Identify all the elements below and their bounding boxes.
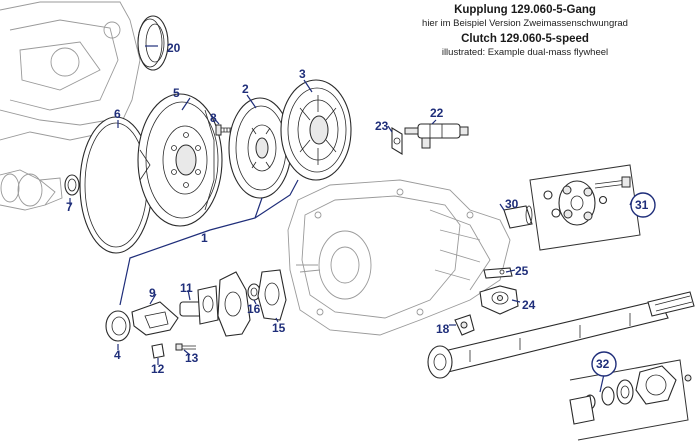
title-german: Kupplung 129.060-5-Gang	[454, 4, 596, 16]
callout-25: 25	[515, 264, 529, 278]
bushing-part-30	[503, 205, 533, 229]
crankshaft-ghost	[0, 169, 63, 211]
callout-5: 5	[173, 86, 180, 100]
callout-22: 22	[430, 106, 444, 120]
callout-18: 18	[436, 322, 450, 336]
bolt-part-8	[215, 124, 234, 136]
callout-13: 13	[185, 351, 199, 365]
callout-32-circle: 32	[591, 351, 617, 377]
bellhousing-cover	[217, 271, 251, 337]
transmission-mount-part-24	[479, 285, 519, 315]
subtitle-english: illustrated: Example dual-mass flywheel	[441, 47, 609, 58]
drive-shaft	[427, 291, 695, 379]
callout-16: 16	[247, 302, 261, 316]
callout-4: 4	[114, 348, 121, 362]
release-fork-part-9	[131, 301, 179, 336]
callout-32: 32	[596, 357, 610, 371]
bolt-part-13	[175, 343, 196, 351]
guide-sleeve-part-11	[179, 285, 219, 325]
callout-20: 20	[167, 41, 181, 55]
center-bearing-assembly-part-32	[569, 359, 692, 441]
callout-8: 8	[210, 111, 217, 125]
seal-ring-part-20	[137, 15, 169, 71]
callout-6: 6	[114, 107, 121, 121]
callout-11: 11	[180, 281, 193, 295]
callout-markers: 20 5 2 3 6 8 7 1 9 11 4 12 13 16 15 18 2…	[66, 41, 656, 377]
callout-12: 12	[151, 362, 165, 376]
damper-part-18	[454, 314, 475, 336]
callout-1: 1	[201, 231, 208, 245]
pilot-bearing-part-7	[64, 174, 80, 196]
callout-9: 9	[149, 286, 156, 300]
callout-15: 15	[272, 321, 286, 335]
clip-part-12	[151, 343, 165, 359]
callout-2: 2	[242, 82, 249, 96]
flywheel-part-5	[137, 93, 223, 227]
leader-lines	[69, 45, 633, 393]
callout-24: 24	[522, 298, 536, 312]
clutch-disc-part-2	[228, 97, 292, 199]
release-bearing-part-4	[105, 310, 131, 342]
transmission-housing-ghost	[287, 179, 511, 336]
callout-23: 23	[375, 119, 389, 133]
flex-disc-assembly-part-31	[529, 164, 641, 251]
callout-31: 31	[635, 198, 649, 212]
callout-31-circle: 31	[630, 192, 656, 218]
title-english: Clutch 129.060-5-speed	[461, 33, 589, 45]
diagram-header: Kupplung 129.060-5-Gang hier im Beispiel…	[355, 4, 695, 59]
pressure-plate-part-3	[280, 79, 352, 181]
bracket-part-25	[483, 267, 513, 279]
engine-block-ghost	[0, 1, 141, 141]
callout-30: 30	[505, 197, 519, 211]
subtitle-german: hier im Beispiel Version Zweimassenschwu…	[422, 18, 628, 29]
callout-3: 3	[299, 67, 306, 81]
gasket-part-23	[391, 127, 403, 155]
gasket-part-15	[257, 269, 287, 321]
callout-7: 7	[66, 200, 73, 214]
slave-cylinder-part-22	[404, 123, 469, 149]
